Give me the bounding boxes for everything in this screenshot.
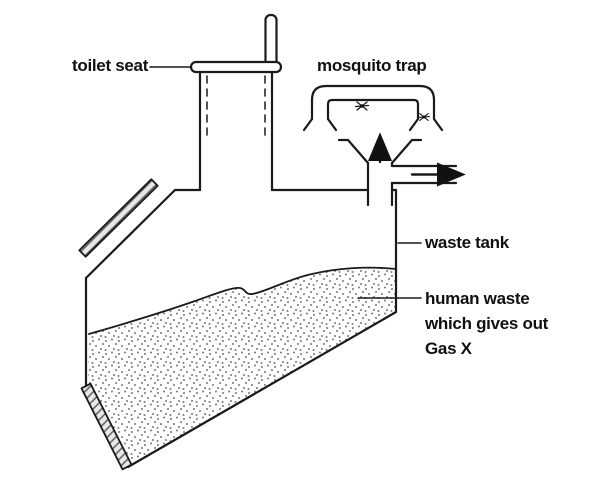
- gas-funnel: [337, 138, 423, 165]
- waste-surface-line: [88, 266, 397, 335]
- mosquito-icon: [354, 101, 370, 111]
- human-waste-label-line1: human waste: [425, 289, 530, 308]
- mosquito-trap-pipe-inner: [326, 98, 420, 132]
- toilet-seat-shape: [189, 60, 283, 74]
- tank-base-slab: [80, 382, 133, 471]
- leader-lines: [149, 66, 422, 299]
- waste-tank-label: waste tank: [425, 233, 509, 252]
- toilet-seat-label: toilet seat: [72, 56, 149, 75]
- toilet-pipe: [198, 70, 274, 192]
- mosquito-trap-label: mosquito trap: [317, 56, 427, 75]
- inlet-chute-cover: [78, 178, 159, 258]
- mosquito-icon: [417, 113, 431, 121]
- human-waste-label-line2: which gives out: [425, 314, 549, 333]
- mosquito-trap-pipe-outer: [302, 84, 444, 132]
- human-waste-label: human waste which gives out Gas X: [425, 286, 548, 361]
- toilet-pipe-hidden-lines: [206, 75, 266, 139]
- gas-riser-pipe: [366, 161, 394, 207]
- human-waste-fill: [88, 267, 396, 466]
- waste-tank-outline: [84, 188, 398, 469]
- human-waste-label-line3: Gas X: [425, 339, 472, 358]
